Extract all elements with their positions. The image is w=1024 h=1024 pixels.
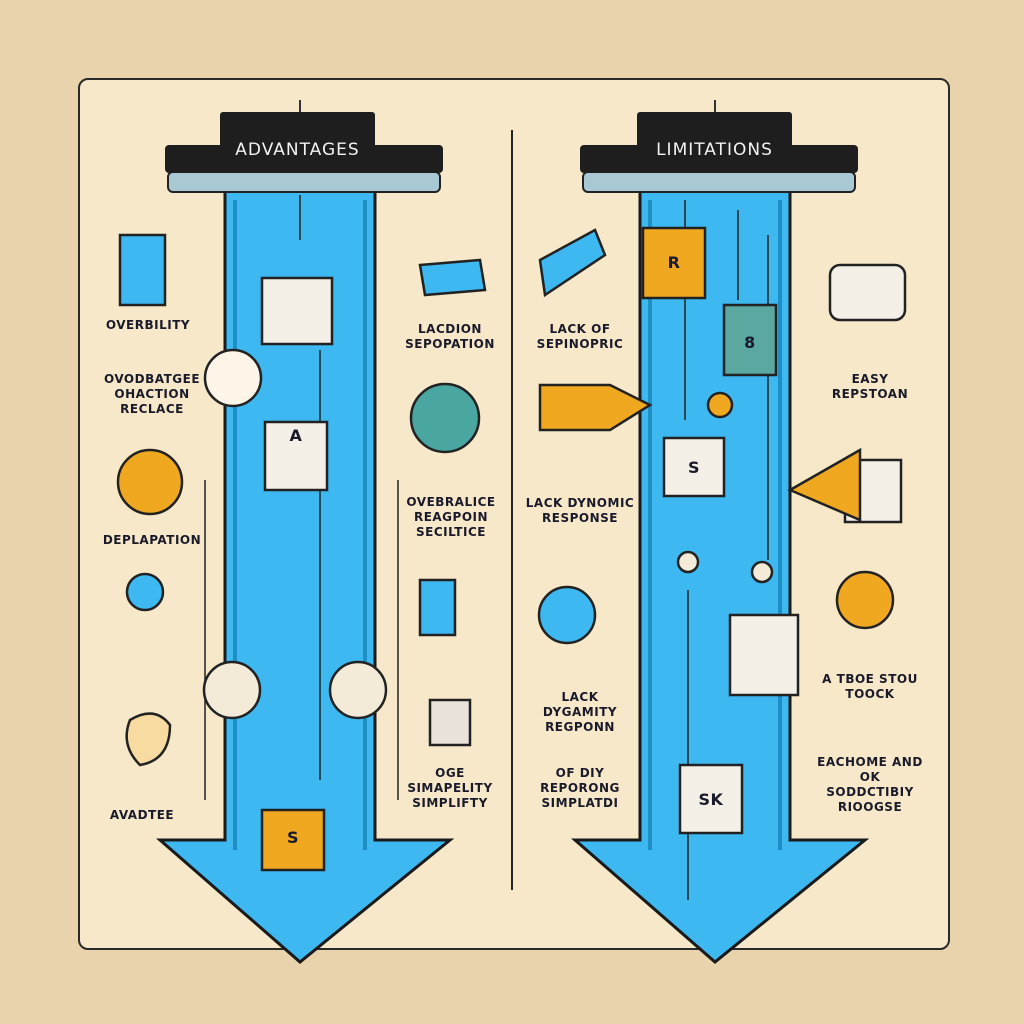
cube-letter: 8 — [744, 333, 756, 352]
advantage-label: LACDION SEPOPATION — [405, 322, 495, 351]
limitations-title: LIMITATIONS — [656, 140, 773, 160]
advantages-banner — [165, 100, 443, 193]
advantages-title: ADVANTAGES — [235, 140, 360, 160]
limitation-label: EACHOME AND OK SODDCTIBIY RIOOGSE — [817, 755, 923, 814]
cube-letter: S — [286, 828, 300, 847]
limitation-label: OF DIY REPORONG SIMPLATDI — [540, 766, 620, 810]
advantage-label: OGE SIMAPELITY SIMPLIFTY — [407, 766, 493, 810]
limitation-label: LACK DYNOMIC RESPONSE — [525, 496, 635, 525]
cube-letter: R — [667, 253, 681, 272]
cube-letter: SK — [698, 790, 724, 809]
advantage-label: OVODBATGEE OHACTION RECLACE — [103, 372, 201, 416]
cube-letter: A — [289, 426, 303, 445]
advantage-label: OVERBILITY — [105, 318, 191, 332]
advantage-label: DEPLAPATION — [102, 533, 202, 547]
limitation-label: LACK OF SEPINOPRIC — [536, 322, 624, 351]
cube-letter: S — [687, 458, 701, 477]
advantage-label: OVEBRALICE REAGPOIN SECILTICE — [406, 495, 496, 539]
limitations-arrow — [570, 188, 870, 964]
diagram-panel — [78, 78, 950, 950]
limitations-banner — [580, 100, 858, 193]
limitation-label: EASY REPSTOAN — [831, 372, 909, 401]
limitation-label: A TBOE STOU TOOCK — [822, 672, 918, 701]
advantage-label: AVADTEE — [109, 808, 175, 822]
limitation-label: LACK DYGAMITY REGPONN — [542, 690, 618, 734]
